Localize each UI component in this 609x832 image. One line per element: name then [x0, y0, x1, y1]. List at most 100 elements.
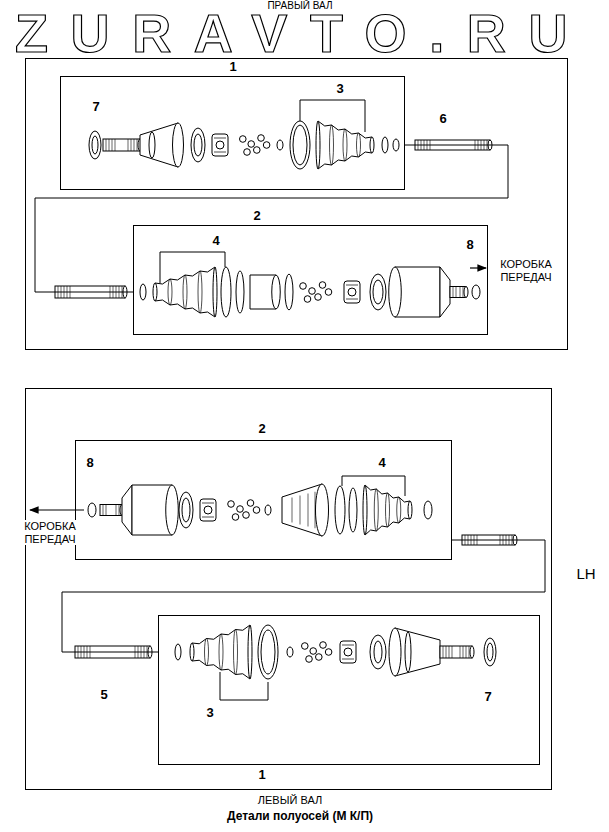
race-body: [200, 499, 216, 521]
joint-housing: [132, 485, 178, 535]
joint-housing: [122, 485, 132, 535]
spline-tooth: [106, 139, 107, 151]
ring-part: [92, 136, 98, 154]
ring-part: [140, 284, 146, 300]
ring-part: [382, 137, 388, 153]
ball-set: [228, 500, 260, 521]
boot-end: [316, 121, 320, 169]
race-groove: [214, 138, 226, 139]
inner-race: [340, 641, 356, 663]
spline-tooth: [109, 139, 110, 151]
callout-number: 3: [205, 706, 214, 721]
boot-fold: [183, 275, 187, 309]
race-groove: [342, 645, 354, 646]
assembly-number: 2: [256, 422, 267, 437]
callout-bracket: [300, 100, 365, 132]
assembly-number: 2: [251, 209, 262, 224]
race-body: [340, 641, 356, 663]
shaft-link-line: [62, 540, 545, 652]
joint-housing: [440, 267, 450, 317]
boot-fold: [357, 133, 361, 157]
race-groove: [202, 517, 214, 518]
shaft-body: [103, 139, 140, 151]
spline-tooth: [449, 646, 450, 658]
ball: [228, 501, 235, 508]
spline-tooth: [115, 139, 116, 151]
boot-end: [248, 625, 252, 679]
shaft-body: [440, 646, 472, 658]
splined-shaft: [450, 287, 468, 298]
ring-part: [89, 131, 101, 159]
boot-end: [370, 137, 374, 153]
inner-race: [200, 499, 216, 521]
ring-part: [179, 492, 193, 528]
callout-number: 4: [211, 234, 220, 249]
race-groove: [346, 299, 358, 300]
shaft-body: [100, 505, 122, 516]
section-frame: ЛЕВЫЙ ВАЛ21: [25, 388, 552, 790]
housing-body: [122, 485, 132, 535]
gear-tooth: [292, 498, 293, 523]
boot-fold: [168, 279, 172, 305]
ball-set: [240, 135, 270, 156]
boot-fold: [205, 639, 209, 666]
spline-tooth: [134, 139, 135, 151]
ring-part: [472, 285, 480, 299]
splined-shaft: [100, 505, 124, 516]
race-groove: [346, 285, 358, 286]
race-bore: [204, 506, 212, 514]
spline-tooth: [469, 646, 470, 658]
housing-opening: [316, 484, 329, 536]
ring-part: [194, 134, 202, 156]
callout-number: 7: [91, 100, 100, 115]
boot-fold: [198, 271, 202, 313]
ring-part: [484, 638, 496, 666]
boot-end: [213, 267, 217, 317]
joint-housing: [389, 628, 440, 676]
boot-fold: [330, 125, 334, 165]
boot-fold: [343, 129, 347, 161]
callout-number: 5: [99, 688, 108, 703]
gear-tooth: [308, 494, 309, 527]
section-frame: ПРАВЫЙ ВАЛ12: [25, 58, 568, 350]
spline-tooth: [446, 646, 447, 658]
spline-tooth: [460, 287, 461, 298]
spline-tooth: [460, 646, 461, 658]
callout-number: 6: [438, 112, 447, 127]
spline-tooth: [453, 287, 454, 298]
inner-race: [344, 281, 360, 303]
callout-bracket: [160, 252, 225, 283]
boot-outline: [318, 121, 372, 169]
ring-part: [236, 271, 244, 313]
ring-part: [405, 632, 411, 672]
ball: [310, 648, 317, 655]
ring-part: [258, 625, 278, 679]
spline-tooth: [452, 646, 453, 658]
race-body: [212, 134, 228, 156]
ring-part: [487, 643, 493, 661]
ball: [302, 643, 309, 650]
rubber-boot: [153, 267, 217, 317]
direction-arrow: [470, 267, 486, 268]
ball: [304, 296, 311, 303]
ring-part: [373, 280, 383, 304]
race-groove: [342, 659, 354, 660]
boot-fold: [397, 497, 401, 523]
ring-part: [277, 140, 283, 150]
spline-tooth: [456, 287, 457, 298]
ball: [306, 656, 313, 663]
spline-tooth: [106, 505, 107, 516]
callout-number: 8: [465, 238, 474, 253]
assembly-number: 1: [256, 768, 267, 783]
callout-bracket: [220, 672, 268, 700]
spline-tooth: [112, 139, 113, 151]
boot-outline: [192, 625, 250, 679]
spline-tooth: [128, 139, 129, 151]
boot-fold: [219, 634, 223, 670]
gear-tooth: [300, 496, 301, 525]
ball: [316, 654, 323, 661]
ring-part: [287, 647, 293, 657]
boot-end: [408, 501, 412, 519]
ball: [240, 136, 247, 143]
